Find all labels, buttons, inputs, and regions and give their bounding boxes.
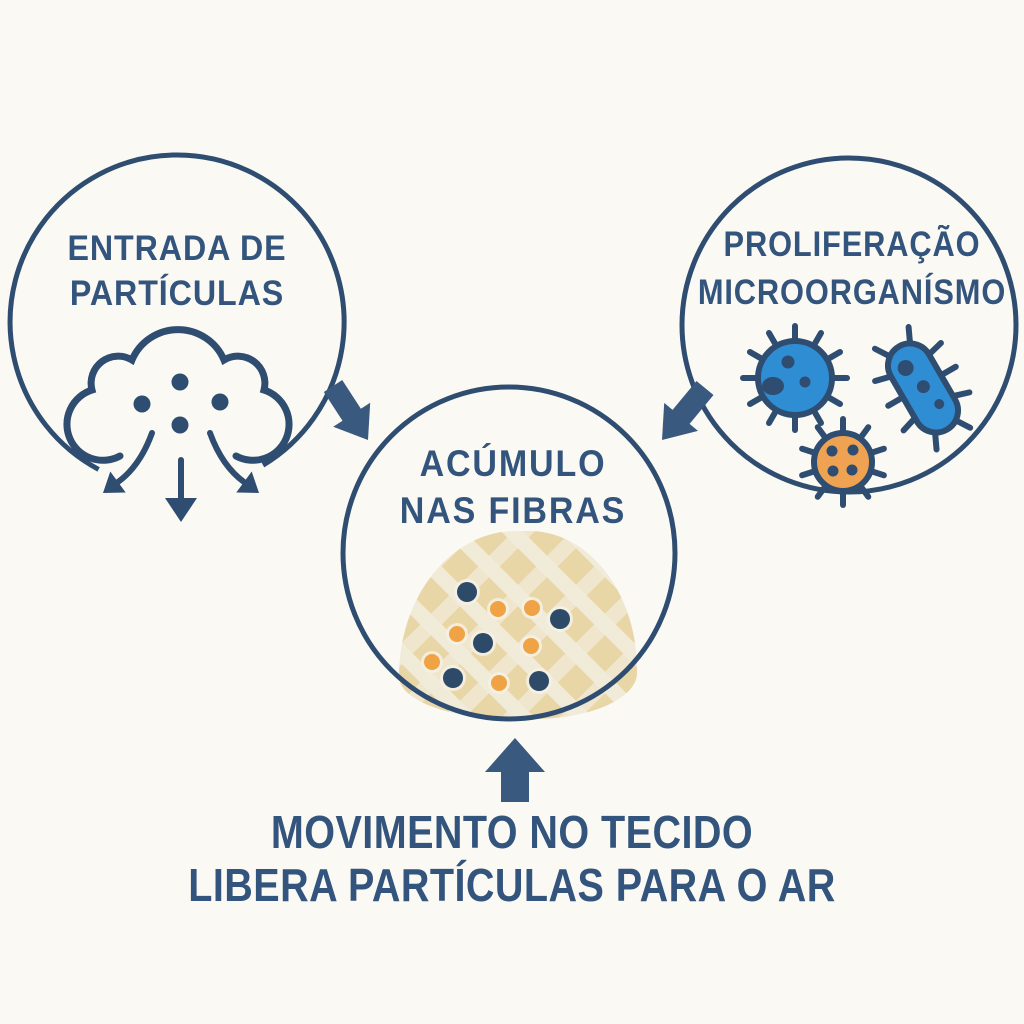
microbes-icon [740,323,974,508]
fabric-dot-orange [424,654,440,670]
falling-arrows-icon [103,430,259,522]
accumulation-node-label: ACÚMULO NAS FIBRAS [366,440,660,534]
cloud-outline-icon [63,326,293,464]
fabric-dot-orange [523,638,539,654]
fabric-dot-navy [457,582,477,602]
fabric-dot-orange [490,601,506,617]
particle-cloud-icon [63,326,293,522]
fabric-dot-navy [443,668,463,688]
accumulation-label-line1: ACÚMULO [419,443,607,484]
bottom-caption: MOVIMENTO NO TECIDO LIBERA PARTÍCULAS PA… [125,806,899,912]
fabric-dot-orange [449,626,465,642]
proliferation-to-accumulation-arrow-icon [662,381,714,440]
round-virus-icon [740,323,850,433]
entry-label-line2: PARTÍCULAS [69,274,285,313]
accumulation-label-line2: NAS FIBRAS [399,490,627,531]
entry-label-line1: ENTRADA DE [67,229,287,268]
proliferation-label-line1: PROLIFERAÇÃO [723,225,981,264]
orange-microbe-icon [799,416,887,508]
capsule-bacterium-icon [871,324,974,453]
cloud-particle-dots [133,373,229,434]
entry-to-accumulation-arrow-icon [323,380,371,440]
fabric-dot-orange [524,600,540,616]
caption-line2: LIBERA PARTÍCULAS PARA O AR [188,859,836,911]
fabric-dot-navy [473,633,493,653]
caption-line1: MOVIMENTO NO TECIDO [270,806,754,858]
fabric-dot-orange [491,675,507,691]
proliferation-node-label: PROLIFERAÇÃO MICROORGANÍSMO [667,221,1024,317]
fabric-dot-navy [550,609,570,629]
entry-node-label: ENTRADA DE PARTÍCULAS [39,226,315,316]
movement-up-arrow-icon [485,738,545,802]
fabric-dot-navy [529,671,549,691]
proliferation-label-line2: MICROORGANÍSMO [697,273,1007,312]
entry-circle [7,152,347,472]
accumulation-circle [340,384,678,722]
